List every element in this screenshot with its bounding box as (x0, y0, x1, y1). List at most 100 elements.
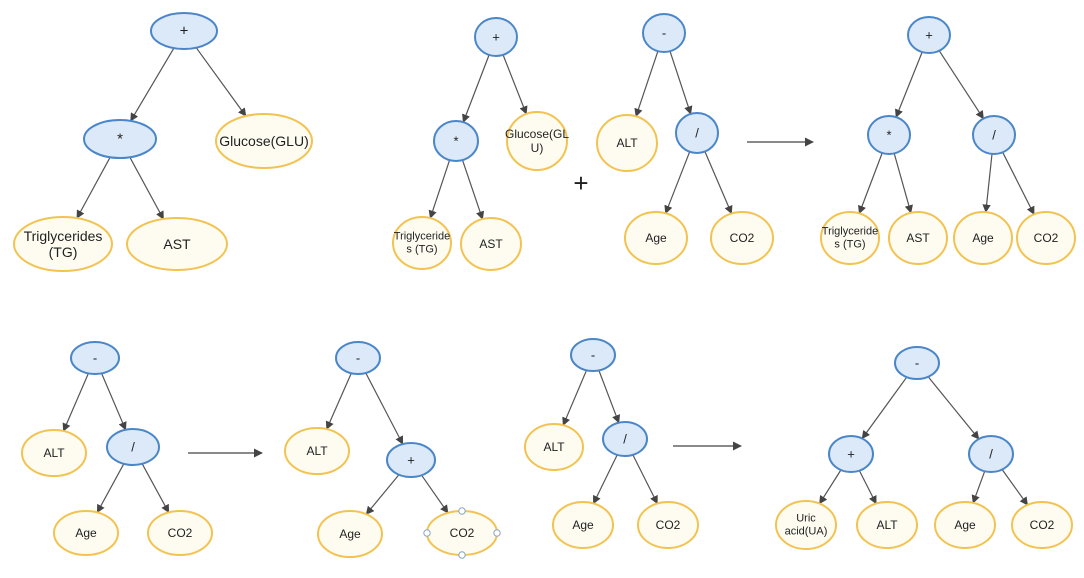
selection-handle-1[interactable] (493, 529, 501, 537)
node-label: Age (972, 231, 994, 245)
edge-t3_root-to-t3_div (669, 51, 693, 115)
node-ellipse (828, 435, 874, 473)
node-ellipse (83, 119, 157, 159)
edge-t5_div-to-t5_co2 (141, 463, 170, 514)
edge-t4_div-to-t4_age (982, 153, 993, 213)
node-label: Triglycerides (24, 228, 103, 244)
node-ellipse (894, 346, 940, 380)
node-ellipse (1011, 501, 1073, 549)
edge-t1_mul-to-t1_ast (129, 157, 164, 220)
operand-node-t5-co2: CO2 (147, 510, 213, 556)
node-label: / (992, 128, 996, 143)
operator-node-t4-mul: * (867, 115, 911, 155)
node-label: AST (479, 237, 503, 251)
node-label: - (662, 26, 666, 41)
node-label: Triglyceride (822, 226, 878, 238)
operator-node-t8-div: / (968, 435, 1014, 473)
node-ellipse (460, 217, 522, 271)
node-label: CO2 (450, 526, 475, 540)
node-ellipse (710, 211, 774, 265)
node-label: + (925, 28, 933, 43)
operand-node-t6-co2: CO2 (426, 510, 498, 556)
node-label: * (117, 131, 123, 148)
node-label: + (407, 453, 415, 468)
node-label: * (886, 128, 891, 143)
node-label: Age (572, 518, 594, 532)
node-ellipse (21, 429, 87, 477)
operand-node-t6-alt: ALT (284, 427, 350, 475)
edge-t4_div-to-t4_co2 (1002, 152, 1035, 216)
edge-t5_div-to-t5_age (96, 463, 125, 514)
operator-node-t6-root: - (335, 341, 381, 375)
operand-node-t2-ast: AST (460, 217, 522, 271)
node-ellipse (888, 211, 948, 265)
selection-handle-3[interactable] (458, 551, 466, 559)
node-ellipse (953, 211, 1013, 265)
node-ellipse (53, 510, 119, 556)
node-label: - (591, 348, 595, 363)
operator-node-t1-root: + (150, 12, 218, 50)
edge-t6_root-to-t6_alt (325, 372, 352, 430)
operand-node-t4-co2: CO2 (1016, 211, 1076, 265)
node-ellipse (775, 500, 837, 550)
operand-node-t4-ast: AST (888, 211, 948, 265)
edge-t8_div-to-t8_co2 (1001, 469, 1028, 506)
node-label: CO2 (168, 526, 193, 540)
edge-t5_root-to-t5_div (101, 373, 127, 431)
edge-t2_mul-to-t2_tg (428, 159, 451, 219)
node-ellipse (284, 427, 350, 475)
node-label: / (131, 440, 135, 455)
operand-node-t3-co2: CO2 (710, 211, 774, 265)
operator-node-t4-div: / (972, 115, 1016, 155)
node-label: acid(UA) (785, 525, 828, 537)
selection-handle-0[interactable] (423, 529, 431, 537)
operand-node-t8-co2: CO2 (1011, 501, 1073, 549)
edge-t7_div-to-t7_age (592, 454, 618, 505)
node-ellipse (506, 111, 568, 171)
node-label: ALT (616, 136, 638, 150)
operator-node-t2-mul: * (433, 120, 479, 162)
node-label: ALT (876, 518, 898, 532)
node-ellipse (624, 211, 688, 265)
edge-layer (62, 47, 1035, 515)
node-ellipse (642, 13, 686, 53)
operand-node-t3-alt: ALT (596, 114, 658, 172)
node-label: - (356, 351, 360, 366)
combine-plus-symbol: + (573, 168, 588, 198)
node-ellipse (907, 16, 951, 54)
node-label: ALT (543, 440, 565, 454)
operator-node-t8-root: - (894, 346, 940, 380)
node-label: + (492, 30, 500, 45)
edge-t2_mul-to-t2_ast (461, 159, 485, 220)
node-ellipse (433, 120, 479, 162)
edge-t1_root-to-t1_glu (195, 47, 247, 117)
edge-t8_div-to-t8_age (971, 470, 986, 504)
node-label: AST (906, 231, 930, 245)
operator-node-t3-div: / (675, 112, 719, 154)
node-ellipse (386, 442, 436, 478)
operand-node-t7-age: Age (552, 501, 614, 549)
operand-node-t7-co2: CO2 (637, 501, 699, 549)
node-ellipse (968, 435, 1014, 473)
node-label: + (180, 23, 189, 40)
operator-node-t5-div: / (106, 428, 160, 466)
operator-node-t5-root: - (70, 341, 120, 375)
node-layer: +*Glucose(GLU)Triglycerides(TG)AST+*Gluc… (13, 12, 1076, 558)
edge-t2_root-to-t2_glu (502, 54, 528, 115)
node-label: s (TG) (406, 243, 437, 255)
edge-t1_root-to-t1_mul (130, 47, 175, 122)
node-label: CO2 (656, 518, 681, 532)
operator-node-t8-add: + (828, 435, 874, 473)
selection-handle-2[interactable] (458, 507, 466, 515)
node-ellipse (392, 216, 452, 270)
node-ellipse (972, 115, 1016, 155)
operand-node-t6-age: Age (317, 510, 383, 558)
node-ellipse (934, 501, 996, 549)
node-ellipse (70, 341, 120, 375)
operand-node-t8-alt: ALT (856, 501, 918, 549)
node-label: Age (645, 231, 667, 245)
node-ellipse (215, 113, 313, 169)
operand-node-t1-glu: Glucose(GLU) (215, 113, 313, 169)
